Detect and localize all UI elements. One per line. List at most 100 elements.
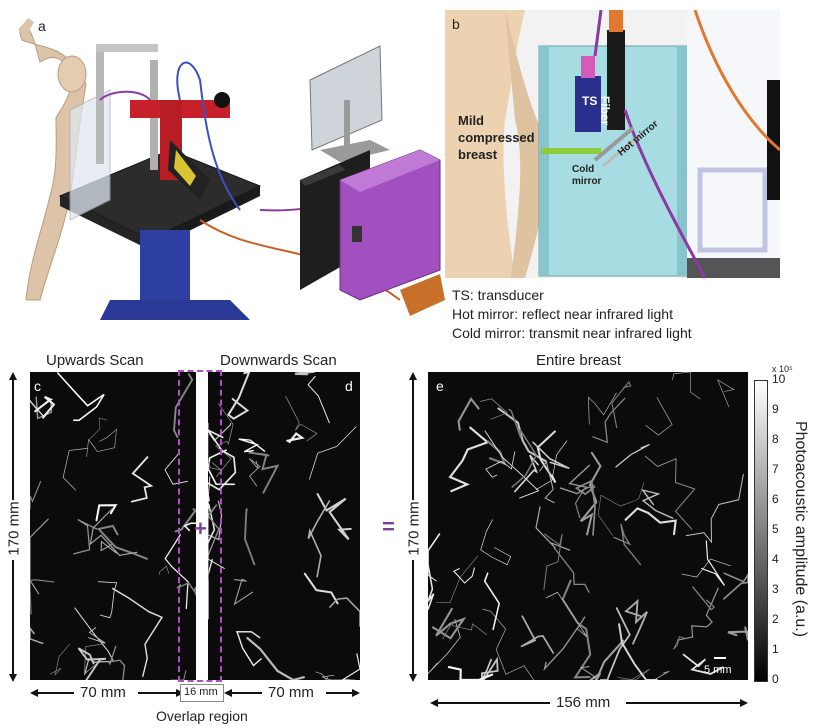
entire-breast-title: Entire breast: [536, 352, 622, 369]
vessel-path: [543, 533, 563, 591]
colorbar: [754, 380, 768, 682]
width-label-d: 70 mm: [268, 684, 314, 701]
vessel-path: [513, 454, 539, 493]
vessel-path: [30, 579, 55, 615]
vessel-path: [238, 438, 266, 453]
vessel-path: [176, 582, 196, 596]
vessel-path: [294, 372, 315, 376]
height-arrow-top-right: [409, 372, 417, 380]
vessel-path: [74, 607, 115, 675]
vessel-path: [644, 455, 696, 530]
vessel-path: [233, 578, 254, 606]
height-label-left: 170 mm: [5, 501, 23, 556]
vessel-path: [723, 572, 748, 600]
overlap-width-label: 16 mm: [184, 686, 218, 698]
scan-image-d: [208, 372, 360, 680]
overlap-width-box: [180, 684, 224, 702]
vessel-path: [341, 653, 360, 680]
vessel-path: [316, 493, 352, 541]
vessel-path: [624, 598, 648, 645]
width-label-c-bg: [74, 684, 138, 702]
vessel-path: [536, 430, 557, 484]
vessel-path: [130, 456, 154, 503]
panel-letter-a: a: [38, 18, 46, 34]
vessel-path: [30, 399, 45, 417]
legend-line-1: TS: transducer: [452, 287, 544, 303]
vessel-path: [107, 645, 126, 680]
vessel-pattern-d: [208, 372, 360, 680]
vessel-path: [159, 565, 170, 575]
colorbar-label: Photoacoustic amplitude (a.u.): [792, 420, 809, 638]
vessel-path: [30, 480, 42, 510]
vessel-path: [111, 587, 164, 677]
vessel-path: [208, 449, 236, 486]
cold-mirror-label-line-2: mirror: [572, 176, 602, 187]
vessel-path: [539, 460, 555, 504]
breast-label: Mild compressed breast: [458, 112, 535, 163]
vessel-path: [428, 549, 437, 582]
panel-letter-b: b: [452, 16, 460, 32]
vessel-path: [208, 558, 213, 620]
vessel-path: [183, 522, 196, 532]
vessel-path: [682, 653, 724, 675]
vessel-path: [497, 407, 547, 463]
vessel-path: [485, 451, 516, 478]
cold-mirror-label-line-1: Cold: [572, 164, 595, 175]
scale-bar-label: 5 mm: [704, 664, 732, 676]
vessel-path: [599, 607, 631, 680]
vessel-path: [49, 643, 70, 676]
vessel-path: [677, 587, 719, 641]
colorbar-tick-5: 5: [772, 522, 779, 536]
vessel-path: [89, 507, 138, 556]
vessel-path: [618, 623, 658, 680]
vessel-path: [653, 670, 670, 680]
vessel-path: [532, 441, 570, 470]
vessel-path: [640, 488, 674, 519]
vessel-path: [164, 453, 189, 485]
vessel-path: [592, 397, 626, 444]
vessel-path: [307, 376, 330, 424]
width-arrow-left-d: [224, 689, 232, 697]
colorbar-tick-2: 2: [772, 612, 779, 626]
vessel-path: [171, 670, 187, 680]
breast-label-line-1: Mild: [458, 113, 484, 128]
vessel-path: [701, 540, 726, 586]
scale-bar: [714, 657, 726, 659]
legend-line-2: Hot mirror: reflect near infrared light: [452, 306, 673, 322]
vessel-path: [285, 395, 318, 442]
width-label-c: 70 mm: [80, 684, 126, 701]
vessel-path: [30, 518, 49, 595]
vessel-path: [457, 397, 480, 431]
equals-sign: =: [382, 514, 395, 539]
overlap-region-label: Overlap region: [156, 708, 248, 724]
vessel-path: [535, 440, 568, 490]
plus-sign: +: [194, 516, 207, 541]
vessel-path: [589, 639, 625, 680]
vessel-path: [164, 534, 189, 610]
vessel-path: [543, 616, 586, 672]
vessel-path: [645, 397, 673, 436]
vessel-path: [244, 508, 256, 566]
vessel-path: [73, 518, 98, 555]
height-arrow-top-left: [9, 372, 17, 380]
vessel-path: [480, 519, 512, 566]
vessel-path: [574, 479, 596, 536]
vessel-path: [481, 656, 499, 680]
vessel-path: [208, 429, 237, 491]
height-label-right-bg: [404, 500, 422, 560]
transducer-label: TS: [582, 94, 598, 108]
overlap-region-box: [178, 370, 222, 682]
vessel-path: [579, 451, 602, 536]
vessel-path: [309, 426, 357, 480]
vessel-path: [479, 398, 508, 420]
vessel-path: [624, 507, 677, 536]
vessel-path: [681, 558, 731, 578]
vessel-path: [86, 428, 117, 457]
fiber-label: Fiber: [598, 96, 612, 126]
panel-b-illustration: [445, 10, 780, 279]
vessel-path: [508, 408, 538, 488]
vessel-path: [553, 546, 590, 593]
vessel-path: [208, 476, 225, 569]
vessel-pattern-c: [30, 372, 196, 680]
legend-line-3: Cold mirror: transmit near infrared ligh…: [452, 325, 692, 341]
